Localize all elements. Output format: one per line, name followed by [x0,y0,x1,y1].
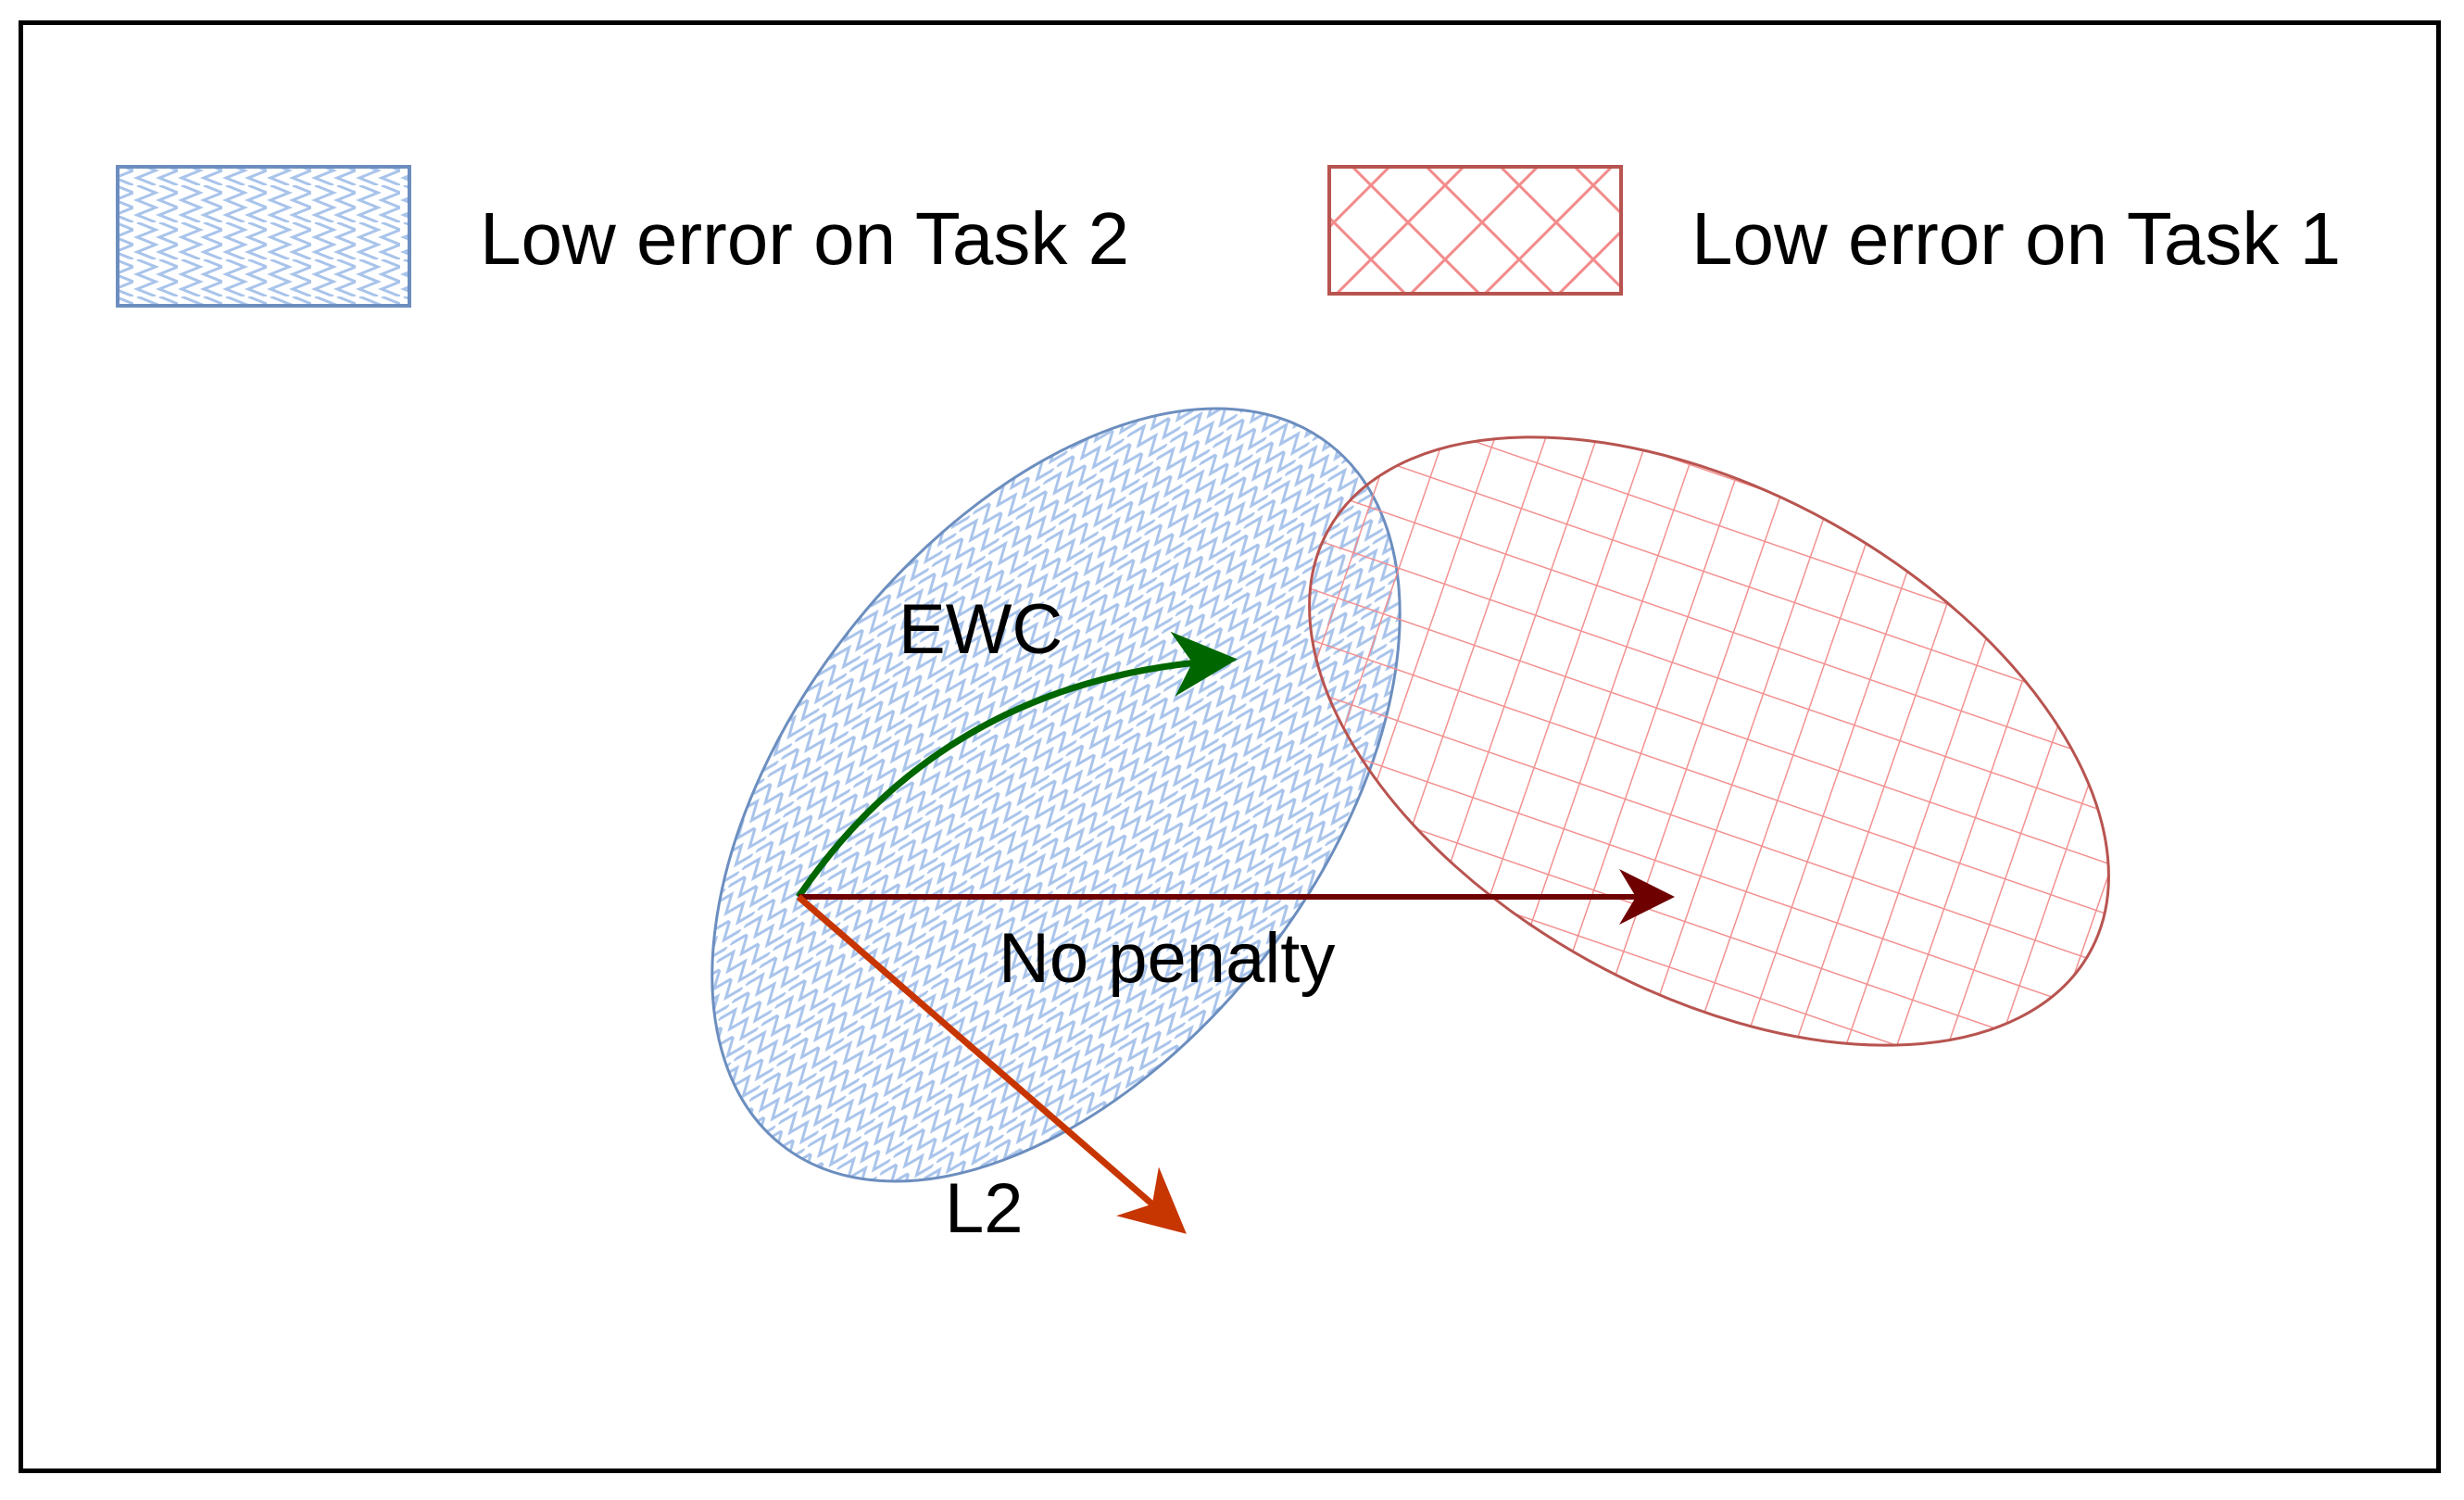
legend-task2-label: Low error on Task 2 [480,197,1129,280]
no-penalty-label: No penalty [999,919,1335,998]
legend-task1-label: Low error on Task 1 [1691,197,2341,280]
ewc-label: EWC [899,590,1062,669]
l2-arrow [796,894,1187,1234]
legend-task1: Low error on Task 1 [1327,165,2341,296]
task1-region [1308,435,2110,1047]
legend-task2-swatch [116,165,411,308]
legend-task1-swatch [1327,165,1623,296]
ewc-arrow [796,631,1238,899]
task2-region [710,407,1402,1183]
l2-label: L2 [945,1169,1024,1248]
legend-task2: Low error on Task 2 [116,165,1129,308]
